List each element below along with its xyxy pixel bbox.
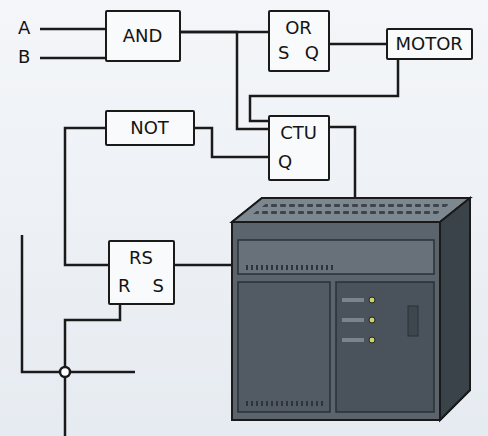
signal-name: A — [18, 18, 30, 38]
block-name: AND — [123, 26, 163, 46]
logic-block: NOT — [105, 110, 195, 146]
pin-name: S — [278, 43, 289, 63]
logic-block: RSRS — [108, 240, 175, 305]
pin-name: Q — [305, 43, 319, 63]
signal-wire — [330, 44, 386, 45]
signal-wire — [195, 128, 268, 157]
output-wire — [175, 264, 232, 267]
input-wire — [40, 57, 105, 60]
pin-name: Q — [278, 152, 292, 172]
input-wire — [40, 28, 105, 31]
feed-wire — [22, 235, 60, 372]
junction — [60, 367, 70, 377]
signal-name: B — [18, 47, 30, 67]
block-name: CTU — [280, 123, 317, 143]
feed-wire — [64, 377, 67, 436]
block-name: RS — [129, 248, 153, 268]
pin-name: R — [118, 276, 131, 296]
block-name: MOTOR — [396, 34, 463, 54]
logic-block: CTU Q — [268, 115, 330, 181]
feed-wire — [70, 371, 135, 374]
logic-block: AND — [105, 10, 181, 62]
block-name: OR — [285, 18, 312, 38]
pin-name: S — [153, 276, 164, 296]
logic-block: OR SQ — [268, 10, 330, 72]
reset-wire — [65, 305, 120, 367]
block-name: NOT — [130, 118, 169, 138]
logic-block: MOTOR — [386, 28, 473, 60]
signal-wire — [65, 128, 108, 265]
plc-unit — [232, 198, 470, 420]
